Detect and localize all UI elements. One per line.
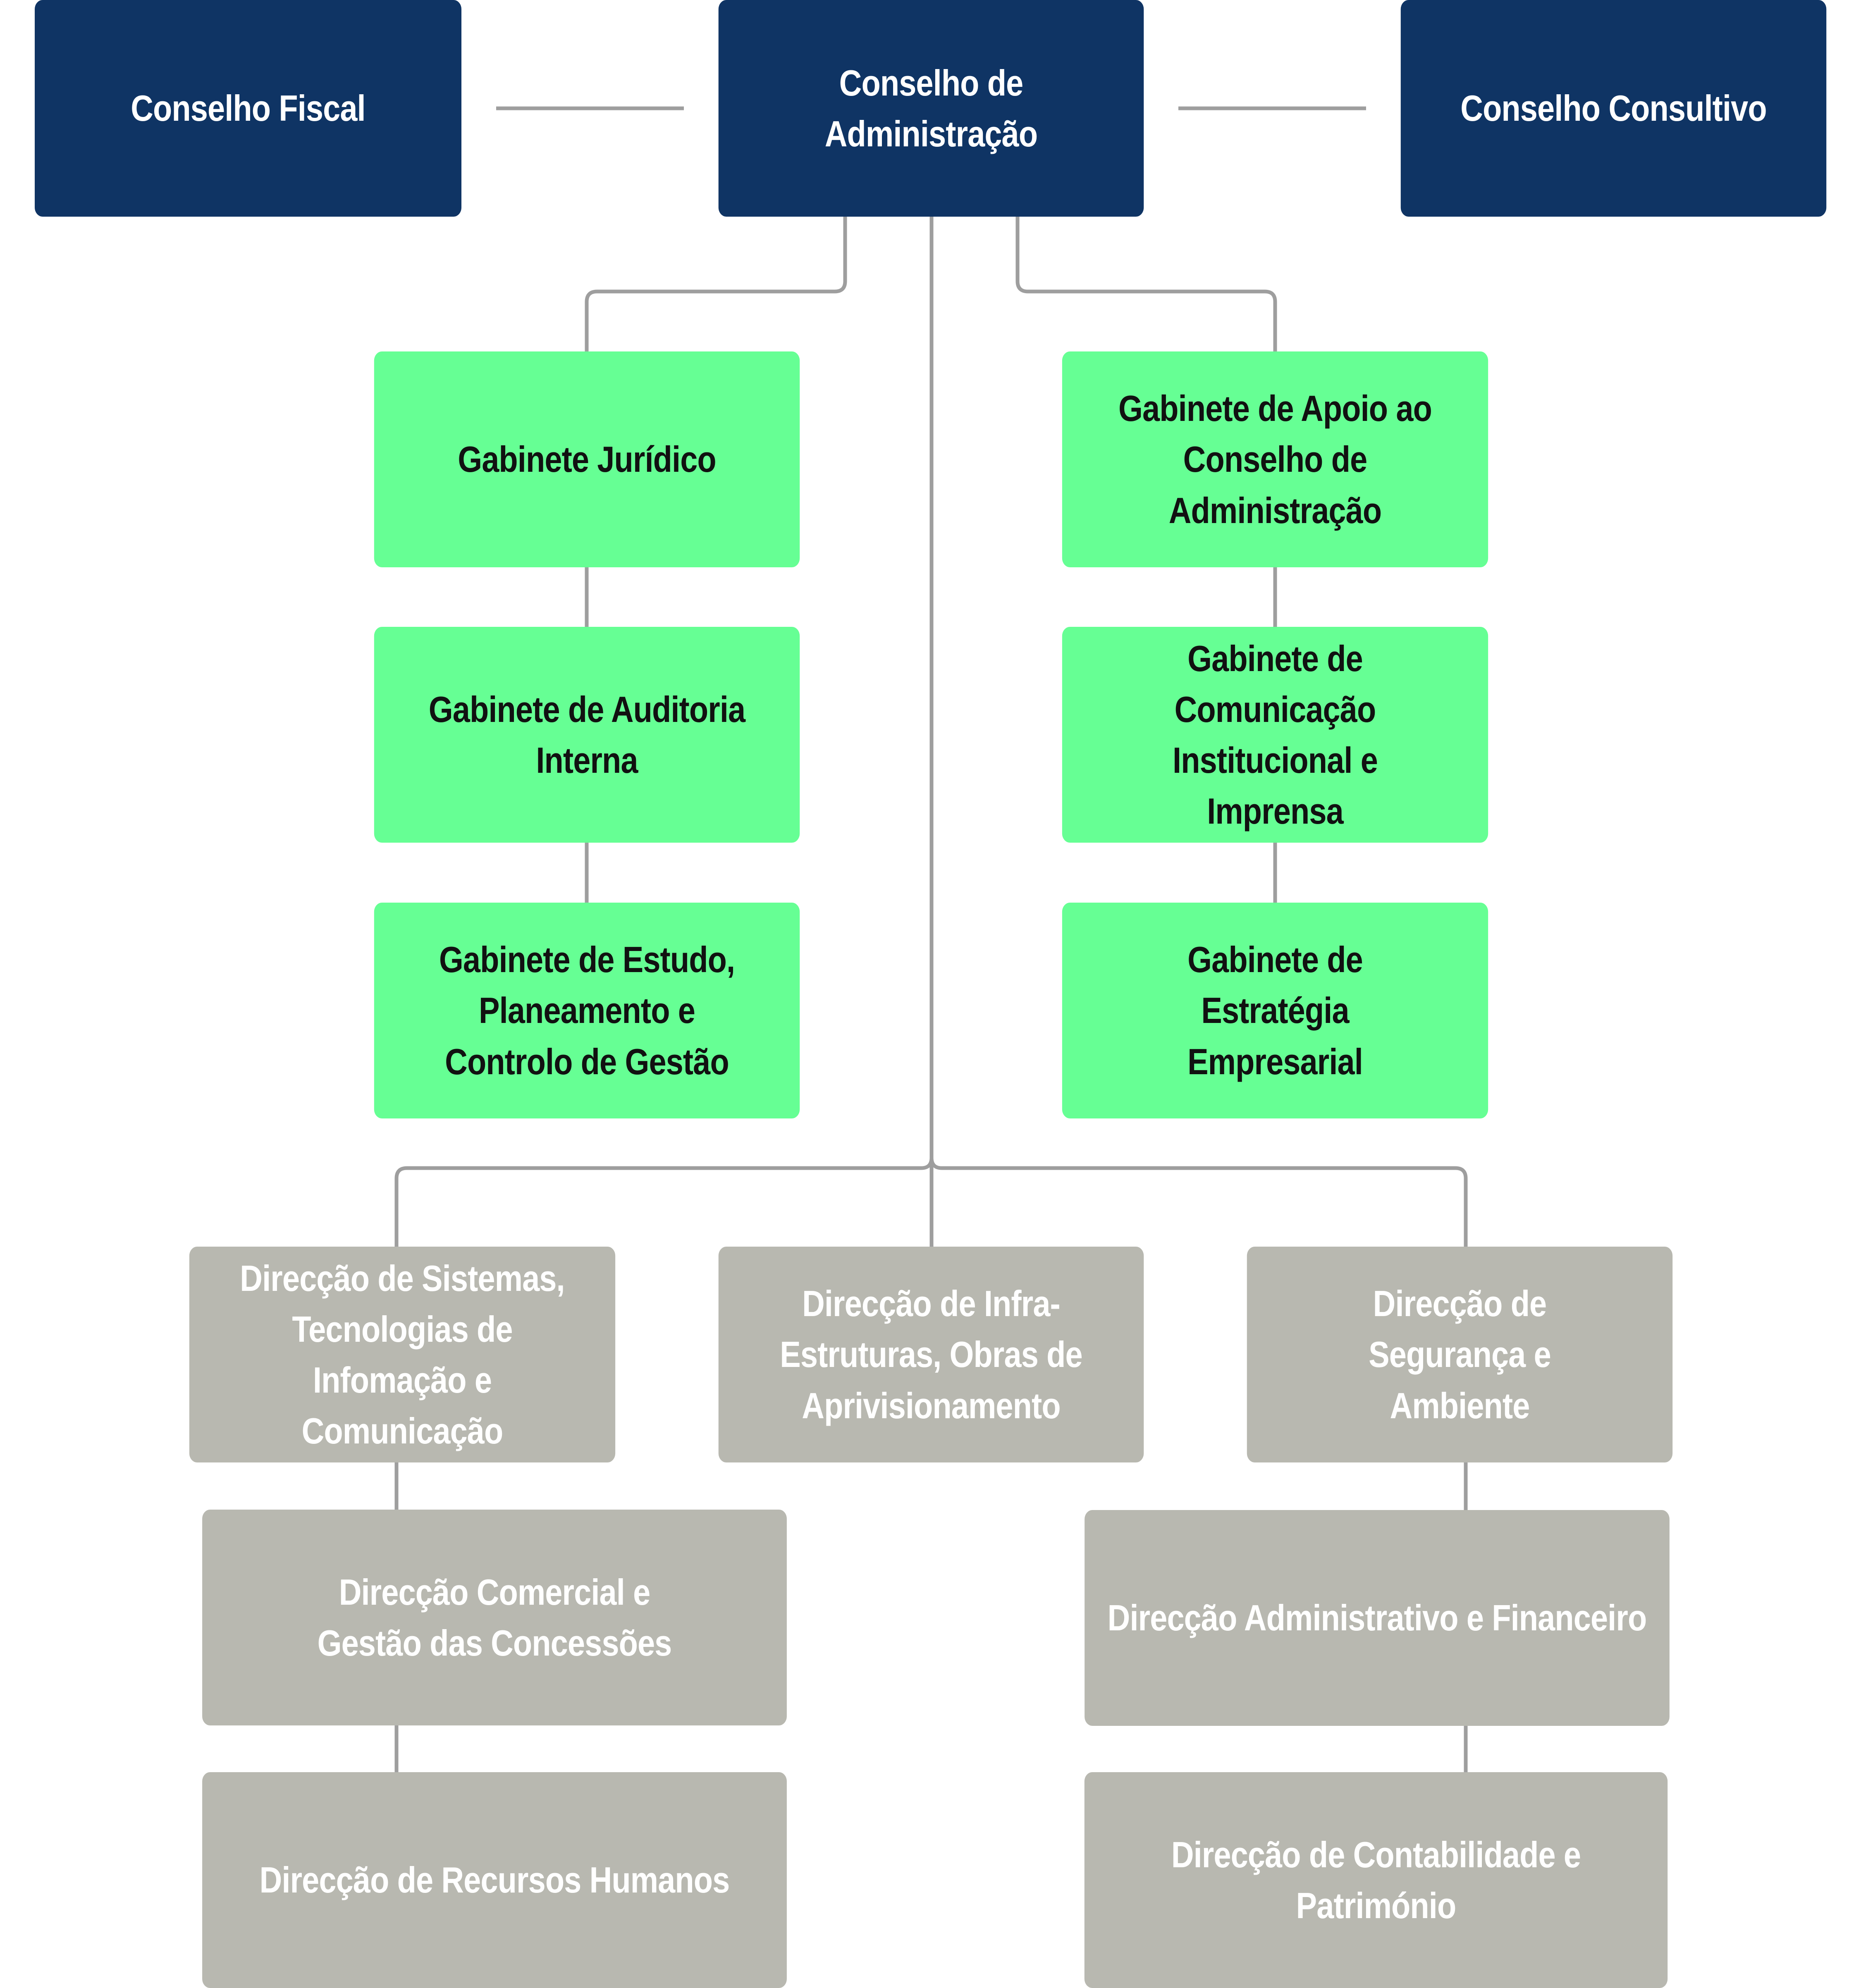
cabinet-strategy-label: Gabinete de Estratégia Empresarial	[1187, 939, 1363, 1082]
cabinet-planning-box: Gabinete de Estudo, Planeamento e Contro…	[374, 903, 800, 1118]
connector-trunk-safety	[929, 1157, 1468, 1247]
direction-accounting-box: Direcção de Contabilidade e Património	[1084, 1772, 1668, 1988]
board-administration-label: Conselho de Administração	[824, 62, 1038, 154]
direction-accounting-label: Direcção de Contabilidade e Património	[1171, 1834, 1581, 1926]
cabinet-legal-label: Gabinete Jurídico	[458, 439, 716, 480]
connector-trunk-it	[394, 1157, 934, 1247]
direction-infrastructure-label: Direcção de Infra-Estruturas, Obras de A…	[780, 1283, 1082, 1426]
connector-admin-board-support	[1015, 216, 1277, 351]
cabinet-board-support-label: Gabinete de Apoio ao Conselho de Adminis…	[1118, 388, 1432, 531]
direction-admin-finance-box: Direcção Administrativo e Financeiro	[1085, 1510, 1670, 1726]
direction-infrastructure-box: Direcção de Infra-Estruturas, Obras de A…	[718, 1247, 1144, 1462]
board-advisory-label: Conselho Consultivo	[1460, 88, 1767, 129]
connector-admin-legal	[585, 216, 847, 351]
direction-hr-box: Direcção de Recursos Humanos	[202, 1772, 787, 1988]
board-fiscal-label: Conselho Fiscal	[131, 88, 366, 129]
cabinet-planning-label: Gabinete de Estudo, Planeamento e Contro…	[439, 939, 735, 1082]
direction-admin-finance-label: Direcção Administrativo e Financeiro	[1107, 1597, 1647, 1639]
direction-it-systems-box: Direcção de Sistemas, Tecnologias de Inf…	[189, 1247, 616, 1462]
direction-commercial-label: Direcção Comercial e Gestão das Concessõ…	[317, 1571, 672, 1663]
direction-safety-label: Direcção de Segurança e Ambiente	[1369, 1283, 1551, 1426]
direction-safety-box: Direcção de Segurança e Ambiente	[1247, 1247, 1673, 1462]
direction-commercial-box: Direcção Comercial e Gestão das Concessõ…	[202, 1510, 787, 1725]
board-administration-box: Conselho de Administração	[718, 0, 1144, 217]
cabinet-strategy-box: Gabinete de Estratégia Empresarial	[1062, 903, 1488, 1118]
board-advisory-box: Conselho Consultivo	[1400, 0, 1827, 217]
cabinet-audit-label: Gabinete de Auditoria Interna	[428, 688, 745, 781]
board-fiscal-box: Conselho Fiscal	[35, 0, 461, 217]
cabinet-board-support-box: Gabinete de Apoio ao Conselho de Adminis…	[1062, 351, 1488, 567]
cabinet-communication-label: Gabinete de Comunicação Institucional e …	[1173, 638, 1378, 832]
cabinet-communication-box: Gabinete de Comunicação Institucional e …	[1062, 627, 1488, 843]
cabinet-legal-box: Gabinete Jurídico	[374, 351, 800, 567]
direction-it-systems-label: Direcção de Sistemas, Tecnologias de Inf…	[240, 1257, 565, 1452]
cabinet-audit-box: Gabinete de Auditoria Interna	[374, 627, 800, 843]
direction-hr-label: Direcção de Recursos Humanos	[259, 1859, 730, 1901]
